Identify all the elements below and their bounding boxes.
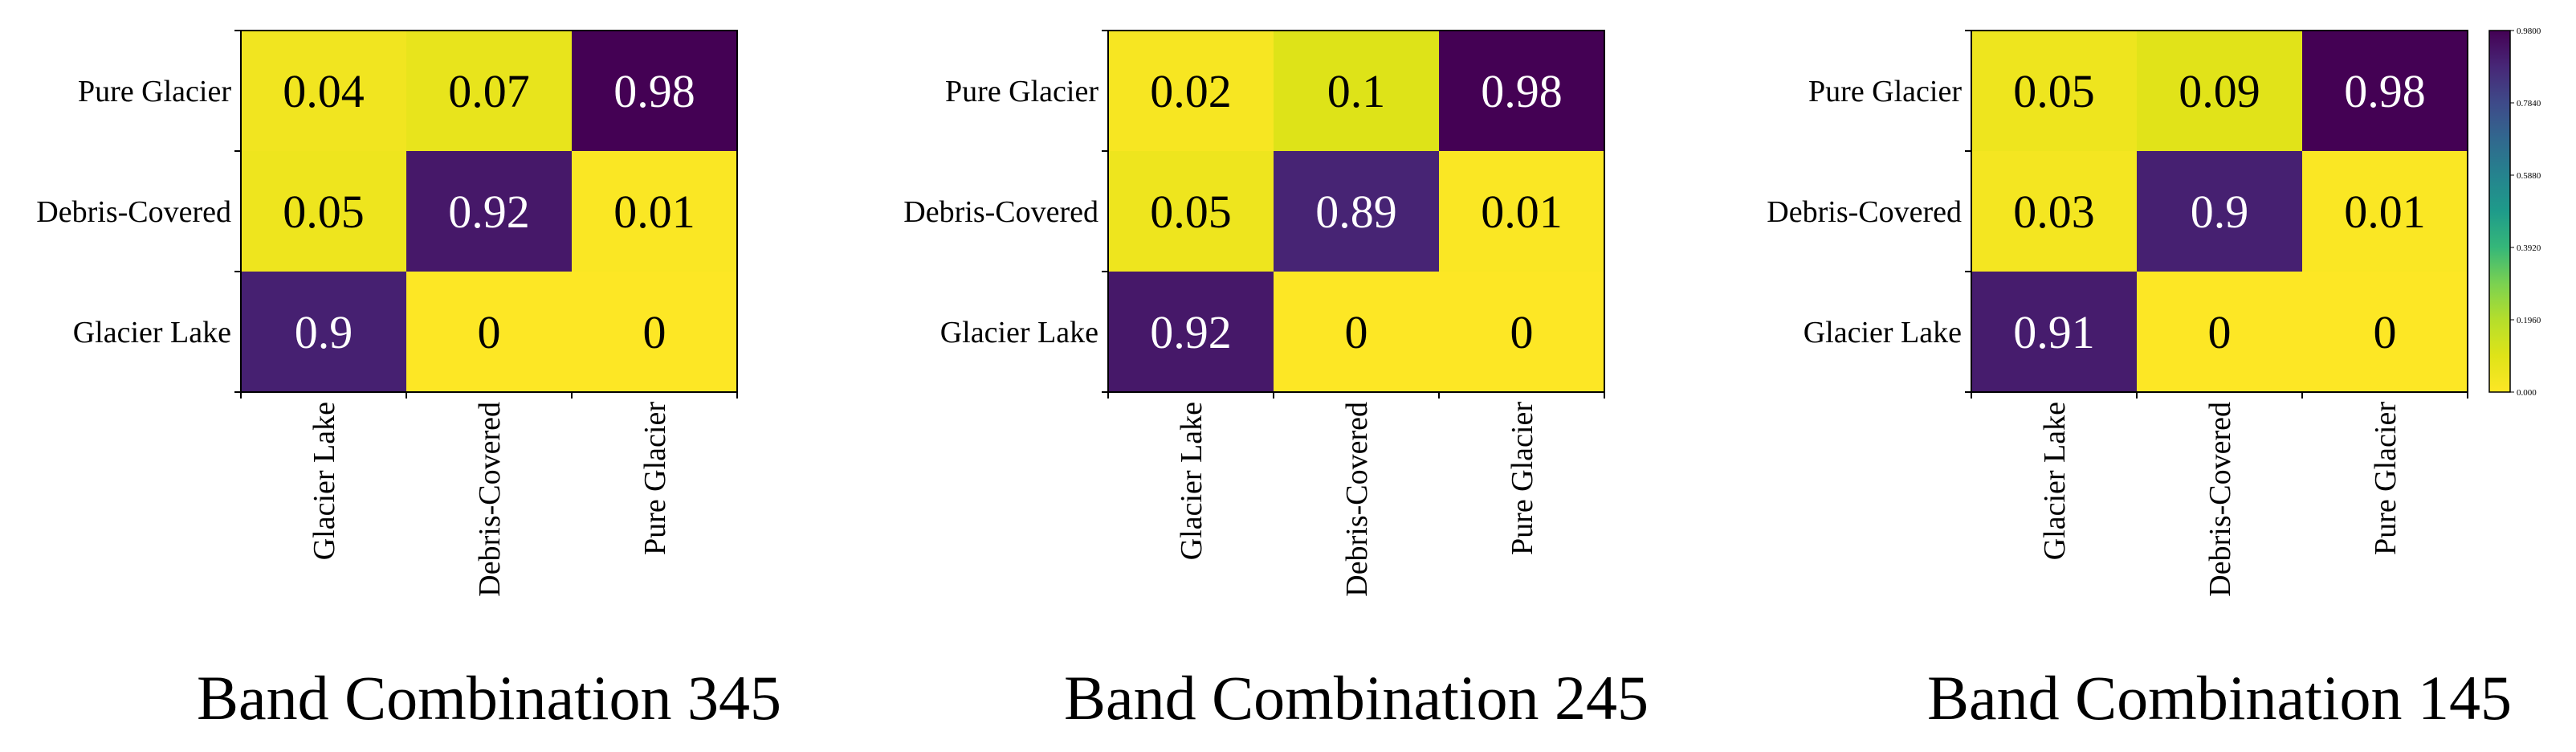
x-tick-label: Pure Glacier — [2369, 402, 2403, 555]
cell-value-label: 0.1 — [1327, 65, 1386, 117]
cell-value-label: 0.07 — [448, 65, 530, 117]
colorbar-tick-label: 0.3920 — [2517, 243, 2541, 253]
heatmap-cell — [406, 151, 573, 272]
colorbar-tick-label: 0.000 — [2517, 388, 2537, 398]
heatmap-cell — [2302, 151, 2468, 272]
panel-title: Band Combination 145 — [1927, 663, 2512, 733]
colorbar-tick-label: 0.7840 — [2517, 99, 2541, 108]
cell-value-label: 0.02 — [1150, 65, 1232, 117]
colorbar-tick-label: 0.5880 — [2517, 171, 2541, 181]
heatmap-cell — [241, 31, 407, 152]
x-tick-label: Pure Glacier — [638, 402, 672, 555]
heatmap-cell — [2137, 31, 2303, 152]
colorbar-gradient — [2488, 30, 2511, 393]
y-tick-label: Debris-Covered — [903, 195, 1098, 229]
heatmap-cell — [1971, 31, 2138, 152]
cell-value-label: 0.04 — [283, 65, 365, 117]
y-tick-label: Pure Glacier — [945, 75, 1098, 108]
x-tick-label: Pure Glacier — [1506, 402, 1539, 555]
cell-value-label: 0 — [2374, 306, 2397, 358]
x-tick-label: Debris-Covered — [2203, 402, 2237, 597]
heatmap-cell — [1439, 31, 1605, 152]
y-tick-label: Debris-Covered — [36, 195, 231, 229]
heatmap-cell — [572, 151, 738, 272]
cell-value-label: 0.01 — [1481, 186, 1563, 238]
cell-value-label: 0.98 — [613, 65, 695, 117]
panel-title: Band Combination 245 — [1064, 663, 1649, 733]
heatmap-cell — [2302, 31, 2468, 152]
cell-value-label: 0.98 — [1481, 65, 1563, 117]
heatmap-cell — [241, 272, 407, 393]
heatmap-cell — [1274, 31, 1440, 152]
x-tick-label: Glacier Lake — [1175, 402, 1209, 560]
heatmap-cell — [406, 31, 573, 152]
x-tick-label: Glacier Lake — [2038, 402, 2072, 560]
y-tick-label: Pure Glacier — [78, 75, 231, 108]
cell-value-label: 0 — [1345, 306, 1368, 358]
cell-value-label: 0.03 — [2013, 186, 2095, 238]
colorbar-tick-label: 0.1960 — [2517, 316, 2541, 325]
cell-value-label: 0.01 — [2344, 186, 2426, 238]
cell-value-label: 0.91 — [2013, 306, 2095, 358]
cell-value-label: 0.92 — [1150, 306, 1232, 358]
cell-value-label: 0.92 — [448, 186, 530, 238]
cell-value-label: 0.89 — [1315, 186, 1397, 238]
cell-value-label: 0.98 — [2344, 65, 2426, 117]
cell-value-label: 0.09 — [2179, 65, 2260, 117]
heatmap-cell — [1439, 272, 1605, 393]
heatmap-cell — [241, 151, 407, 272]
cell-value-label: 0.05 — [1150, 186, 1232, 238]
heatmap-cell — [572, 272, 738, 393]
y-tick-label: Pure Glacier — [1808, 75, 1962, 108]
heatmap-cell — [572, 31, 738, 152]
y-tick-label: Debris-Covered — [1767, 195, 1962, 229]
y-tick-label: Glacier Lake — [940, 316, 1098, 349]
heatmap-cell — [1108, 272, 1274, 393]
y-tick-label: Glacier Lake — [1804, 316, 1962, 349]
cell-value-label: 0 — [2208, 306, 2232, 358]
heatmap-cell — [2137, 151, 2303, 272]
heatmap-cell — [1971, 151, 2138, 272]
heatmap-cell — [1274, 272, 1440, 393]
cell-value-label: 0.9 — [295, 306, 353, 358]
cell-value-label: 0 — [643, 306, 666, 358]
heatmap-cell — [1274, 151, 1440, 272]
x-tick-label: Debris-Covered — [473, 402, 507, 597]
heatmap-cell — [1108, 31, 1274, 152]
heatmap-cell — [2137, 272, 2303, 393]
heatmap-cell — [406, 272, 573, 393]
heatmap-cell — [1439, 151, 1605, 272]
heatmap-frame — [1971, 30, 2468, 393]
heatmap-cell — [1108, 151, 1274, 272]
cell-value-label: 0 — [1510, 306, 1534, 358]
cell-value-label: 0.9 — [2191, 186, 2249, 238]
colorbar: 0.000 0.1960 0.3920 0.5880 0.7840 0.9800 — [2488, 27, 2541, 398]
cell-value-label: 0 — [478, 306, 501, 358]
cell-value-label: 0.01 — [613, 186, 695, 238]
colorbar-tick-label: 0.9800 — [2517, 27, 2541, 36]
heatmap-cell — [2302, 272, 2468, 393]
y-tick-label: Glacier Lake — [73, 316, 231, 349]
x-tick-label: Glacier Lake — [308, 402, 341, 560]
panel-title: Band Combination 345 — [197, 663, 781, 733]
cell-value-label: 0.05 — [283, 186, 365, 238]
x-tick-label: Debris-Covered — [1340, 402, 1374, 597]
cell-value-label: 0.05 — [2013, 65, 2095, 117]
heatmap-frame — [1107, 30, 1605, 393]
heatmap-frame — [240, 30, 738, 393]
heatmap-cell — [1971, 272, 2138, 393]
